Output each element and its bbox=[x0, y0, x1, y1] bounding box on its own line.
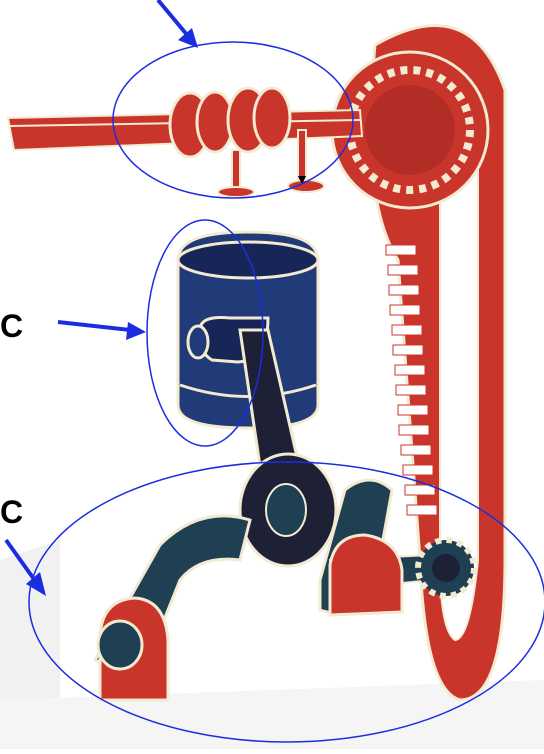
arrow-piston bbox=[58, 322, 146, 340]
annotation-arrows bbox=[6, 0, 198, 596]
bearing-right bbox=[330, 535, 402, 615]
piston-callout-letter: C bbox=[0, 310, 23, 342]
arrow-camshaft bbox=[158, 0, 198, 48]
bearing-left bbox=[98, 598, 168, 700]
crank-gear bbox=[418, 540, 474, 596]
crank-callout-letter: C bbox=[0, 496, 23, 528]
